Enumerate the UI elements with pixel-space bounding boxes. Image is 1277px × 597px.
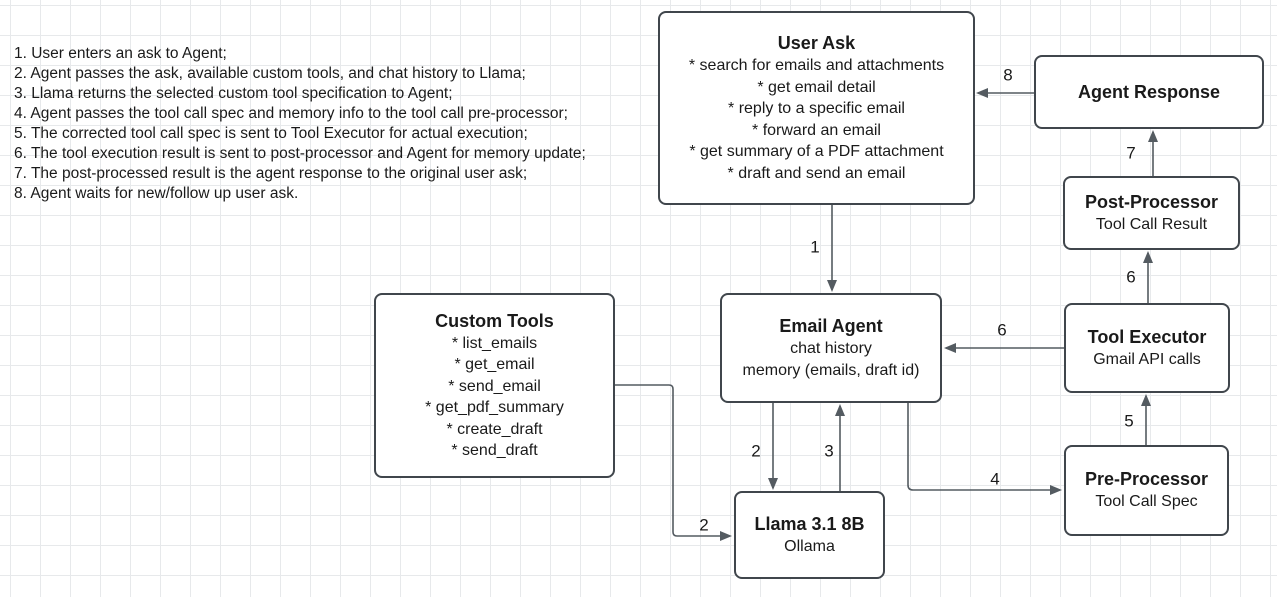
node-line: * send_email [448, 377, 541, 395]
step-item-8: 8. Agent waits for new/follow up user as… [14, 185, 299, 202]
edge-label-2-agent-llama: 2 [751, 441, 761, 461]
node-title: Agent Response [1077, 81, 1221, 102]
edge-label-4: 4 [990, 469, 1000, 489]
step-item-2: 2. Agent passes the ask, available custo… [14, 65, 526, 82]
edge-label-5: 5 [1124, 411, 1134, 431]
steps-list: 1. User enters an ask to Agent; 2. Agent… [14, 44, 586, 204]
node-custom-tools[interactable]: Custom Tools * list_emails * get_email *… [374, 293, 615, 478]
node-line: * forward an email [752, 121, 881, 139]
step-item-7: 7. The post-processed result is the agen… [14, 165, 528, 182]
edge-2-customtools-to-llama [615, 384, 732, 541]
step-item-4: 4. Agent passes the tool call spec and m… [14, 105, 568, 122]
node-line: * create_draft [446, 420, 543, 438]
node-line: chat history [790, 340, 872, 357]
step-item-1: 1. User enters an ask to Agent; [14, 45, 227, 62]
node-line: Gmail API calls [1093, 350, 1201, 368]
node-line: Tool Call Spec [1095, 493, 1198, 511]
node-line: * reply to a specific email [728, 100, 905, 117]
node-title: Llama 3.1 8B [754, 513, 865, 534]
node-line: * get_email [454, 356, 535, 373]
node-line: memory (emails, draft id) [742, 361, 920, 379]
edge-label-7: 7 [1126, 143, 1136, 163]
step-item-3: 3. Llama returns the selected custom too… [14, 85, 453, 102]
edge-label-6-executor-post: 6 [1126, 267, 1136, 287]
node-agent-response[interactable]: Agent Response [1034, 55, 1264, 129]
node-line: Ollama [784, 537, 835, 555]
node-title: Tool Executor [1087, 326, 1207, 347]
step-item-6: 6. The tool execution result is sent to … [14, 145, 586, 162]
node-line: * list_emails [451, 334, 538, 352]
node-title: User Ask [777, 33, 856, 53]
node-line: * send_draft [451, 442, 538, 459]
step-item-5: 5. The corrected tool call spec is sent … [14, 125, 528, 142]
node-email-agent[interactable]: Email Agent chat history memory (emails,… [720, 293, 942, 403]
node-line: * get_pdf_summary [425, 399, 564, 416]
node-line: Tool Call Result [1095, 215, 1208, 233]
node-title: Custom Tools [435, 310, 554, 331]
node-title: Post-Processor [1084, 191, 1219, 212]
edge-label-6-executor-agent: 6 [997, 320, 1007, 340]
edge-label-3: 3 [824, 441, 834, 461]
node-line: * search for emails and attachments [688, 57, 945, 74]
node-title: Email Agent [779, 316, 883, 336]
node-pre-processor[interactable]: Pre-Processor Tool Call Spec [1064, 445, 1229, 536]
node-tool-executor[interactable]: Tool Executor Gmail API calls [1064, 303, 1230, 393]
edge-label-1: 1 [810, 237, 820, 257]
edge-label-2-tools-llama: 2 [699, 515, 709, 535]
node-line: * get summary of a PDF attachment [689, 143, 944, 160]
node-line: * draft and send an email [727, 164, 906, 182]
node-line: * get email detail [757, 78, 876, 96]
edge-4-emailagent-to-preprocessor [907, 403, 1062, 495]
edge-label-8: 8 [1003, 65, 1013, 85]
node-llama[interactable]: Llama 3.1 8B Ollama [734, 491, 885, 579]
node-user-ask[interactable]: User Ask * search for emails and attachm… [658, 11, 975, 205]
node-title: Pre-Processor [1084, 469, 1209, 490]
node-post-processor[interactable]: Post-Processor Tool Call Result [1063, 176, 1240, 250]
